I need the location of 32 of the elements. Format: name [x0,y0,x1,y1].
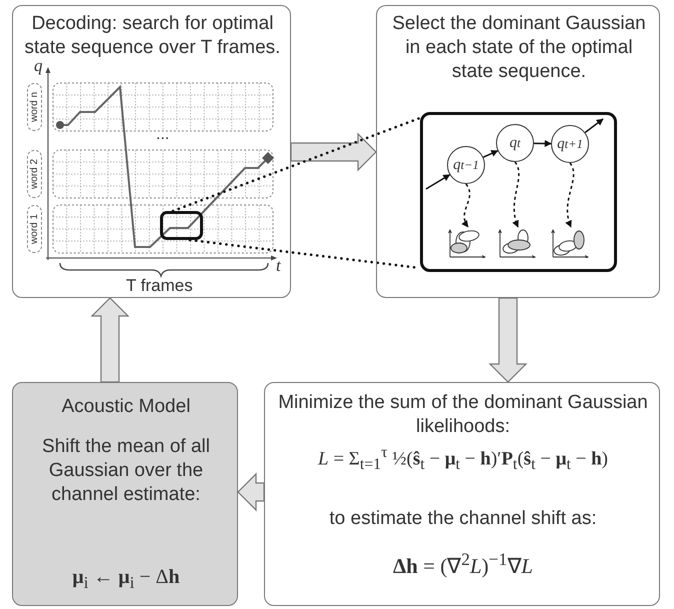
panel-heading: Acoustic Model [60,395,192,419]
instruction-text: Shift the mean of all Gaussian over the channel estimate: [41,435,211,506]
dotted-line [172,116,422,212]
instruction-text: to estimate the channel shift as: [328,507,598,531]
dashed-arrow [566,162,574,228]
arrow [534,140,552,148]
panel-card [376,5,660,298]
word-label: word 2 [27,150,42,198]
word-label: word 1 [27,205,42,253]
inset-panel [420,112,617,272]
highlight-box [160,211,203,240]
panel-card [12,382,238,606]
arrow [426,174,450,190]
dashed-arrow [462,184,470,228]
equation: L = Σ$_{t=1}$$^{τ}$ ½(ŝ$_{t}$ − μ$_{t}$ − h)′P$_{t}$(ŝ$_{t}$ − μ$_{t}$ − h) [316,443,609,475]
dashed-arrow [512,162,520,228]
word-label: word n [27,83,42,131]
block-arrow [488,297,528,383]
arrow [584,118,604,134]
block-arrow [290,132,377,172]
ellipsis-mark: ... [156,126,170,144]
block-arrow [237,472,265,512]
block-arrow [90,297,130,383]
arrow [483,150,498,158]
axis-label: t [276,256,281,276]
panel-title: Select the dominant Gaussian in each state of the optimal state sequence. [391,12,647,84]
instruction-text: Minimize the sum of the dominant Gaussian likelihoods: [277,391,649,438]
axis-caption: T frames [126,276,193,296]
panel-card [264,382,660,606]
equation: Δh = (∇$^{2}$L)$^{−1}$∇L [392,549,534,580]
equation: μ$_{i}$ ← μ$_{i}$ − Δh [71,565,181,594]
panel-card [12,5,291,298]
